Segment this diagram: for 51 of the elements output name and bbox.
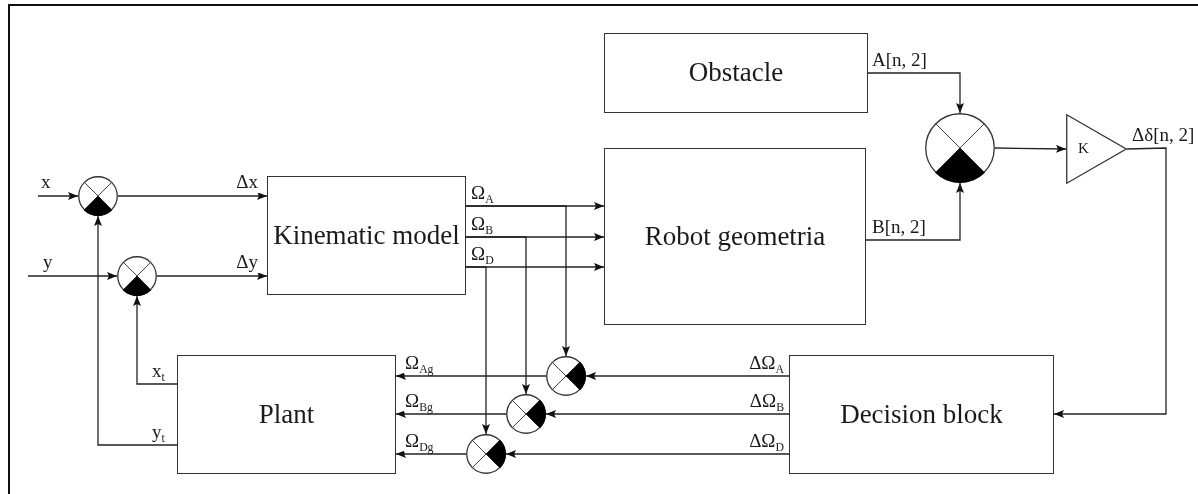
summing-junction: [78, 176, 118, 216]
signal-arrow: [545, 410, 790, 418]
signal-arrow: [1053, 147, 1167, 418]
signal-label: Ω$_{A}$: [470, 183, 495, 204]
block-label: Kinematic model: [273, 220, 460, 251]
summing-junction: [925, 113, 995, 183]
gain-label: K: [1078, 141, 1089, 156]
signal-label: A[n, 2]: [871, 50, 928, 71]
signal-arrow: [465, 236, 530, 395]
signal-arrow: [395, 372, 547, 380]
process-block: [604, 33, 868, 113]
signal-arrow: [395, 410, 507, 418]
signal-arrow: [156, 272, 268, 280]
signal-arrow: [994, 144, 1067, 153]
signal-label: B[n, 2]: [871, 217, 927, 238]
signal-arrow: [133, 295, 178, 385]
signal-label: ΔΩ$_{D}$: [748, 431, 785, 452]
process-block: [789, 355, 1054, 474]
signal-arrow: [27, 272, 118, 280]
summing-junction: [506, 394, 546, 434]
signal-label: Ω$_{B}$: [470, 214, 494, 235]
gain-triangle: [1066, 114, 1127, 184]
process-block: [267, 176, 466, 295]
summing-junction: [546, 356, 586, 396]
block-label: Robot geometria: [644, 221, 826, 252]
signal-label: Ω$_{D}$: [470, 244, 495, 265]
signal-label: Ω$_{Bg}$: [404, 391, 434, 412]
block-label: Plant: [258, 399, 315, 430]
process-block: [177, 355, 396, 474]
signal-label: Δy: [235, 252, 259, 273]
summing-junction: [117, 256, 157, 296]
signal-arrow: [867, 72, 964, 114]
block-label: Decision block: [840, 399, 1003, 430]
signal-label: Ω$_{Dg}$: [404, 431, 435, 452]
signal-arrow: [117, 192, 268, 200]
signal-label: ΔΩ$_{A}$: [748, 353, 785, 374]
signal-arrow: [465, 266, 490, 435]
signal-arrow: [37, 192, 79, 200]
signal-arrow: [395, 450, 467, 458]
signal-label: Δδ[n, 2]: [1131, 125, 1196, 146]
signal-arrow: [94, 215, 178, 446]
signal-arrow: [865, 182, 964, 241]
signal-arrow: [465, 205, 570, 357]
signal-label: Ω$_{Ag}$: [404, 353, 435, 374]
signal-arrow: [585, 372, 790, 380]
summing-junction: [466, 434, 506, 474]
signal-label: Δx: [235, 172, 259, 193]
signal-label: ΔΩ$_{B}$: [748, 391, 785, 412]
process-block: [604, 148, 866, 325]
block-label: Obstacle: [688, 58, 784, 88]
signal-arrow: [505, 450, 790, 458]
